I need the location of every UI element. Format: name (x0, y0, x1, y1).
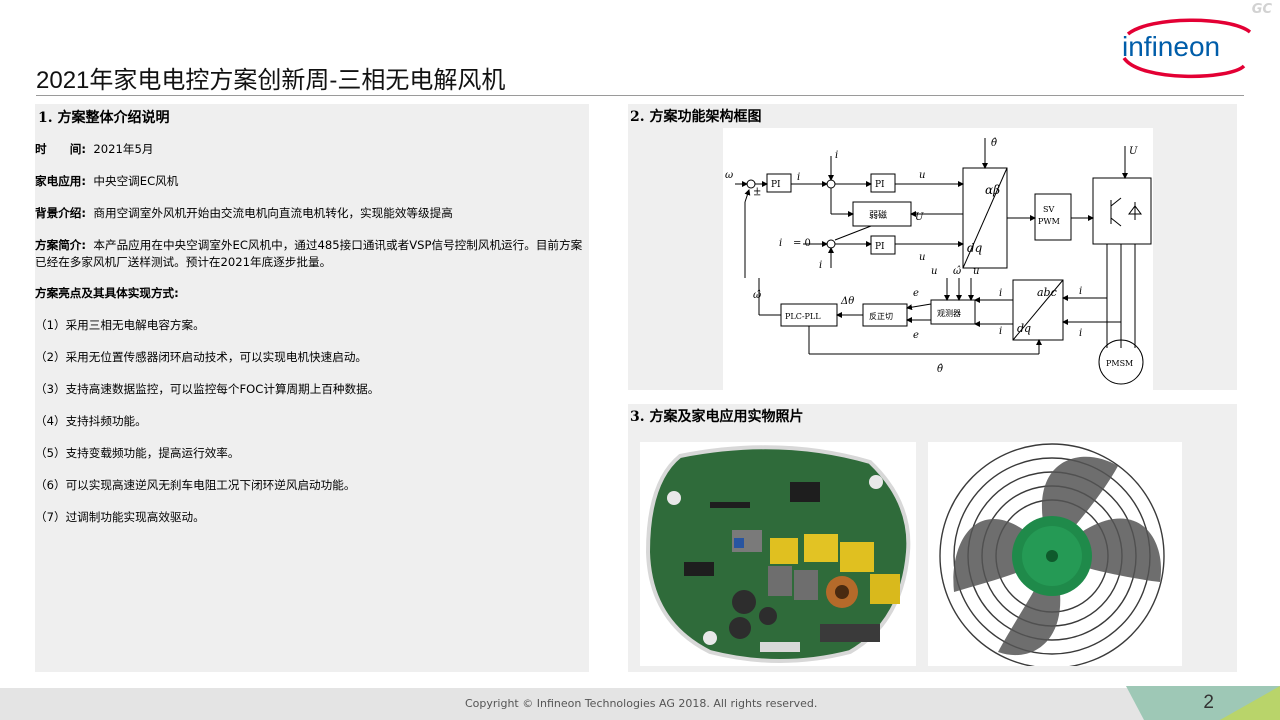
page-title: 2021年家电电控方案创新周-三相无电解风机 (36, 67, 506, 94)
udc-label: U (1129, 146, 1138, 157)
ib-label: i (1079, 328, 1082, 339)
highlight-item: （3）支持高速数据监控，可以监控每个FOC计算周期上百种数据。 (35, 382, 380, 396)
pcb-photo (640, 442, 916, 666)
ud-obs-label: u (931, 266, 937, 277)
time-row: 时 间: 2021年5月 (35, 141, 153, 158)
theta-hat-bottom: θ̂ (937, 364, 943, 375)
id-ref-eq: = 0 (793, 238, 811, 249)
footer-decoration (1126, 686, 1280, 720)
iq-ref-label: i (797, 172, 800, 183)
section3-heading: 3. 方案及家电应用实物照片 (630, 409, 804, 425)
id-sum-node (826, 239, 836, 249)
id-obs-label: i (999, 288, 1002, 299)
fan-photo (928, 442, 1182, 666)
fan-illustration (939, 443, 1165, 666)
pi-label: PI (875, 180, 885, 190)
iq-feedback-label: i (835, 150, 838, 161)
arctan-label: 反正切 (869, 311, 893, 321)
pmsm-label: PMSM (1106, 359, 1133, 368)
section1-heading: 1. 方案整体介绍说明 (38, 110, 170, 126)
highlight-item: （5）支持变载频功能，提高运行效率。 (35, 446, 240, 460)
id-pi-block (870, 235, 896, 255)
id-ref-label: i (779, 238, 782, 249)
inverter-block (1092, 177, 1152, 245)
background-label: 背景介绍: (35, 206, 87, 220)
iq-pi-block (870, 173, 896, 193)
theta-hat-top: θ̂ (991, 138, 997, 149)
pcb-illustration (645, 445, 911, 663)
iq-sum-node (826, 179, 836, 189)
pwm-label: PWM (1038, 217, 1060, 226)
observer-block (930, 299, 976, 325)
speed-pi-block (766, 173, 792, 193)
pi-label: PI (875, 242, 885, 252)
omega-hat-obs-label: ω̂ (953, 266, 961, 277)
delta-theta-label: Δθ (840, 296, 854, 307)
logo-swoosh-top (1126, 18, 1252, 36)
observer-label: 观测器 (937, 309, 961, 318)
background-row: 背景介绍: 商用空调室外风机开始由交流电机向直流电机转化，实现能效等级提高 (35, 205, 453, 222)
highlights-label: 方案亮点及其具体实现方式: (35, 286, 179, 300)
intro-label: 方案简介: (35, 238, 87, 252)
time-value: 2021年5月 (93, 142, 154, 156)
udc-weak-label: U (915, 212, 924, 223)
app-label: 家电应用: (35, 174, 87, 188)
ia-label: i (1079, 286, 1082, 297)
plus-sign: + (753, 186, 761, 197)
ed-label: e (913, 288, 919, 299)
iq-obs-label: i (999, 326, 1002, 337)
sv-label: SV (1043, 205, 1054, 214)
background-value: 商用空调室外风机开始由交流电机向直流电机转化，实现能效等级提高 (93, 206, 453, 220)
alpha-beta-label: αβ (985, 183, 1000, 197)
photos-panel: 3. 方案及家电应用实物照片 (628, 404, 1237, 672)
highlight-item: （6）可以实现高速逆风无刹车电阻工况下闭环逆风启动功能。 (35, 478, 356, 492)
highlight-item: （1）采用三相无电解电容方案。 (35, 318, 205, 332)
copyright-text: Copyright © Infineon Technologies AG 201… (465, 697, 818, 710)
page-number: 2 (1203, 692, 1214, 713)
uq-label: u (919, 170, 925, 181)
svpwm-block (1034, 193, 1072, 241)
eq-label: e (913, 330, 919, 341)
pmsm-motor (1098, 339, 1144, 385)
section2-heading: 2. 方案功能架构框图 (630, 109, 762, 125)
logo-text: infineon (1122, 31, 1220, 62)
highlight-item: （4）支持抖频功能。 (35, 414, 147, 428)
intro-row: 方案简介: 本产品应用在中央空调室外EC风机中，通过485接口通讯或者VSP信号… (35, 237, 583, 271)
omega-hat-label: ω̂ (753, 290, 761, 301)
app-value: 中央空调EC风机 (93, 174, 179, 188)
pi-label: PI (771, 180, 781, 190)
footer-bar (0, 688, 1280, 720)
app-row: 家电应用: 中央空调EC风机 (35, 173, 178, 190)
time-label: 时 间: (35, 142, 87, 156)
uq-obs-label: u (973, 266, 979, 277)
title-divider (36, 95, 1244, 96)
abc-label: abc (1037, 286, 1057, 299)
intro-value: 本产品应用在中央空调室外EC风机中，通过485接口通讯或者VSP信号控制风机运行… (35, 238, 583, 269)
pll-label: PLC-PLL (785, 312, 821, 321)
architecture-panel: 2. 方案功能架构框图 (628, 104, 1237, 390)
highlight-item: （7）过调制功能实现高效驱动。 (35, 510, 205, 524)
minus-sign: − (753, 190, 761, 201)
id-feedback-label: i (819, 260, 822, 271)
corner-tag: GC (1251, 2, 1272, 17)
dq-label-2: dq (1017, 322, 1031, 335)
logo-swoosh-bottom (1122, 56, 1246, 78)
ud-label: u (919, 252, 925, 263)
highlight-item: （2）采用无位置传感器闭环启动技术，可以实现电机快速启动。 (35, 350, 368, 364)
infineon-logo: infineon (1122, 18, 1252, 78)
intro-panel: 1. 方案整体介绍说明 时 间: 2021年5月 家电应用: 中央空调EC风机 … (35, 104, 589, 672)
dq-label: dq (967, 241, 983, 255)
control-block-diagram: PI PI PI 弱磁 SV PWM αβ dq abc dq 观测器 反正切 … (723, 128, 1153, 390)
omega-ref-label: ω (725, 170, 733, 181)
weak-field-label: 弱磁 (869, 209, 887, 221)
